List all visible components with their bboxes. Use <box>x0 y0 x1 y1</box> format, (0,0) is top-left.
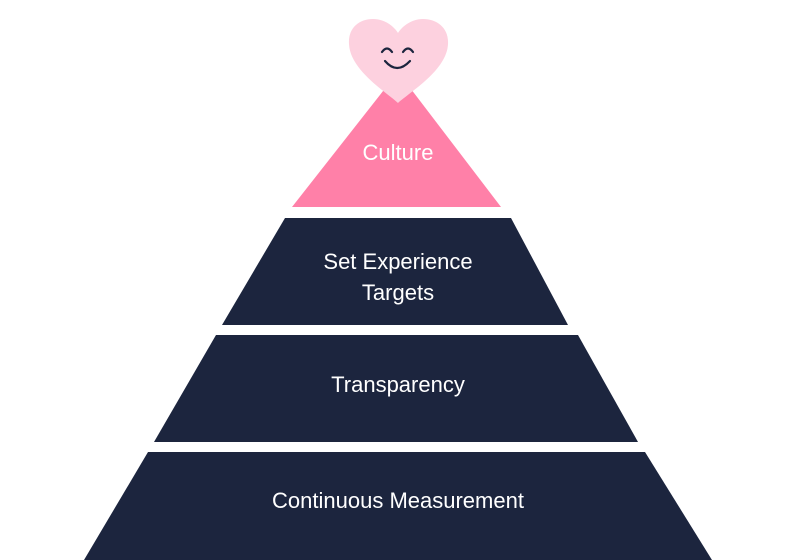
tier-culture: Culture <box>292 72 501 207</box>
tier-set-experience-targets: Set Experience Targets <box>222 218 568 325</box>
tier-transparency: Transparency <box>154 335 638 442</box>
smiling-heart-icon <box>348 19 449 103</box>
tier-set-experience-targets-label-line1: Set Experience <box>323 249 472 274</box>
tier-continuous-measurement-shape <box>84 452 712 560</box>
tier-culture-shape <box>292 72 501 207</box>
tier-set-experience-targets-shape <box>222 218 568 325</box>
tier-set-experience-targets-label-line2: Targets <box>362 280 434 305</box>
tier-transparency-shape <box>154 335 638 442</box>
tier-culture-label: Culture <box>363 140 434 165</box>
tier-continuous-measurement: Continuous Measurement <box>84 452 712 560</box>
tier-transparency-label: Transparency <box>331 372 465 397</box>
heart-left-eye <box>380 47 394 54</box>
heart-right-eye <box>401 47 415 54</box>
heart-smile <box>383 59 412 70</box>
heart-shape <box>348 19 449 103</box>
tier-continuous-measurement-label: Continuous Measurement <box>272 488 524 513</box>
